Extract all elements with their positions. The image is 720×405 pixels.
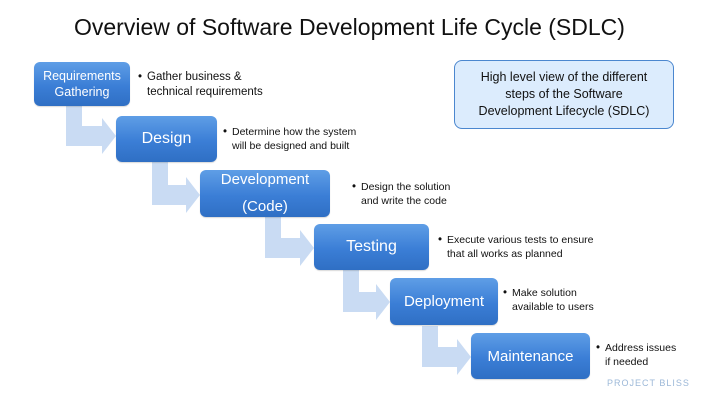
watermark-logo: PROJECT BLISS	[607, 378, 690, 388]
flow-arrow-4	[343, 270, 390, 320]
desc-maintenance: •Address issues if needed	[596, 341, 706, 369]
summary-callout: High level view of the different steps o…	[454, 60, 674, 129]
desc-testing-text: Execute various tests to ensure that all…	[447, 234, 594, 260]
step-deployment-label: Deployment	[403, 293, 485, 310]
step-requirements-line2: Gathering	[54, 85, 110, 99]
step-requirements-line1: Requirements	[43, 69, 121, 83]
flow-arrow-2	[152, 162, 200, 213]
desc-maintenance-text: Address issues if needed	[605, 342, 677, 368]
step-testing: Testing	[314, 224, 429, 270]
desc-deployment-text: Make solution available to users	[512, 287, 594, 313]
summary-callout-text: High level view of the different steps o…	[478, 70, 650, 118]
step-design: Design	[116, 116, 217, 162]
step-development: Development (Code)	[200, 170, 330, 217]
flow-arrow-5	[422, 326, 471, 375]
flow-arrow-3	[265, 217, 314, 266]
flow-arrow-1	[66, 105, 116, 154]
desc-design: •Determine how the system will be design…	[223, 125, 413, 153]
step-maintenance: Maintenance	[471, 333, 590, 379]
desc-requirements-text: Gather business & technical requirements	[147, 71, 263, 98]
desc-development: •Design the solution and write the code	[352, 180, 512, 208]
step-testing-label: Testing	[346, 238, 397, 255]
step-development-line1: Development	[220, 171, 310, 188]
desc-testing: •Execute various tests to ensure that al…	[438, 233, 638, 261]
diagram-title: Overview of Software Development Life Cy…	[74, 14, 625, 40]
step-design-label: Design	[141, 130, 192, 147]
desc-requirements: •Gather business & technical requirement…	[138, 70, 308, 100]
step-deployment: Deployment	[390, 278, 498, 325]
step-requirements-gathering: Requirements Gathering	[34, 62, 130, 106]
step-development-line2: (Code)	[242, 198, 288, 215]
desc-design-text: Determine how the system will be designe…	[232, 126, 357, 152]
desc-development-text: Design the solution and write the code	[361, 181, 451, 207]
step-maintenance-label: Maintenance	[487, 347, 574, 365]
desc-deployment: •Make solution available to users	[503, 286, 643, 314]
